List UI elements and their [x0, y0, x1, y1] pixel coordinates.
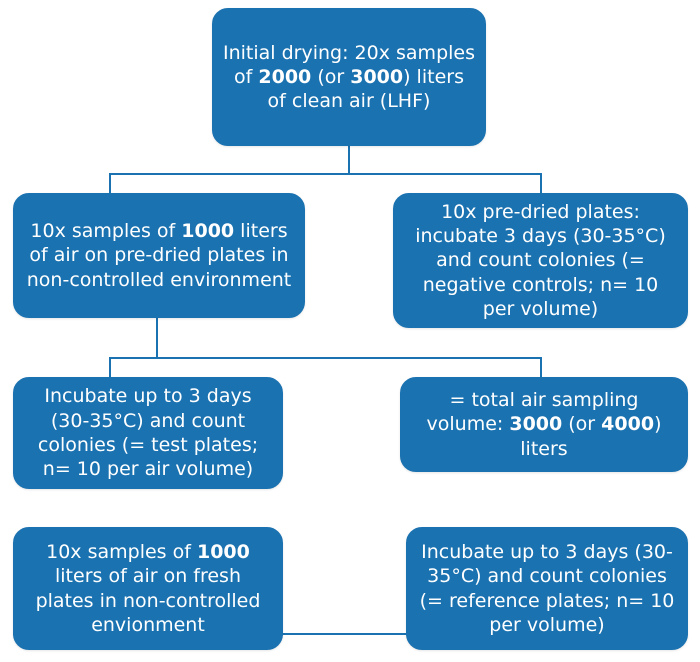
node-label-emphasis: 2000: [258, 65, 312, 88]
node-label-emphasis: 3000: [350, 65, 404, 88]
connector-row1-bus: [109, 173, 541, 175]
node-total-air-sampling-volume[interactable]: = total air sampling volume: 3000 (or 40…: [400, 377, 688, 472]
node-label-text: 10x samples of: [46, 540, 197, 563]
connector-fresh-to-reference: [281, 633, 408, 635]
node-label-text: ) liters: [520, 413, 662, 460]
connector-pre-dried-stem: [156, 318, 158, 358]
node-label-text: liters of air on fresh plates in non-con…: [35, 565, 261, 636]
node-label-text: = total air sampling volume:: [426, 389, 639, 436]
node-label: Initial drying: 20x samples of 2000 (or …: [223, 41, 475, 114]
node-label-text: ) liters of clean air (LHF): [267, 65, 464, 113]
node-label-emphasis: 1000: [181, 220, 235, 243]
node-reference-plates[interactable]: Incubate up to 3 days (30-35°C) and coun…: [406, 527, 688, 650]
node-label-text: Incubate up to 3 days (30-35°C) and coun…: [419, 540, 675, 636]
node-negative-controls[interactable]: 10x pre-dried plates: incubate 3 days (3…: [393, 193, 688, 328]
node-samples-pre-dried-plates[interactable]: 10x samples of 1000 liters of air on pre…: [13, 193, 305, 318]
node-label-text: 10x pre-dried plates: incubate 3 days (3…: [415, 200, 666, 320]
node-label: Incubate up to 3 days (30-35°C) and coun…: [24, 384, 272, 481]
node-label-text: Initial drying: 20x samples of: [223, 41, 475, 88]
node-label: = total air sampling volume: 3000 (or 40…: [411, 388, 677, 461]
node-label-text: liters of air on pre-dried plates in non…: [26, 220, 292, 291]
node-label: Incubate up to 3 days (30-35°C) and coun…: [417, 540, 677, 637]
node-initial-drying[interactable]: Initial drying: 20x samples of 2000 (or …: [212, 8, 486, 146]
connector-row2-left-drop: [109, 357, 111, 377]
node-label-text: Incubate up to 3 days (30-35°C) and coun…: [37, 385, 259, 481]
node-label-text: 10x samples of: [30, 220, 182, 243]
node-label: 10x samples of 1000 liters of air on pre…: [24, 219, 294, 292]
node-label-emphasis: 3000: [509, 413, 563, 436]
node-label-text: (or: [311, 65, 351, 88]
connector-row2-right-drop: [540, 357, 542, 377]
node-label-emphasis: 4000: [601, 413, 655, 436]
node-label-text: (or: [562, 413, 602, 436]
connector-row1-left-drop: [109, 173, 111, 193]
node-label: 10x pre-dried plates: incubate 3 days (3…: [404, 200, 677, 322]
connector-initial-drying-stem: [348, 146, 350, 174]
node-samples-fresh-plates[interactable]: 10x samples of 1000 liters of air on fre…: [13, 527, 283, 650]
connector-row2-bus: [109, 357, 541, 359]
connector-row1-right-drop: [540, 173, 542, 193]
node-test-plates[interactable]: Incubate up to 3 days (30-35°C) and coun…: [13, 377, 283, 489]
node-label-emphasis: 1000: [196, 540, 250, 563]
node-label: 10x samples of 1000 liters of air on fre…: [24, 540, 272, 637]
